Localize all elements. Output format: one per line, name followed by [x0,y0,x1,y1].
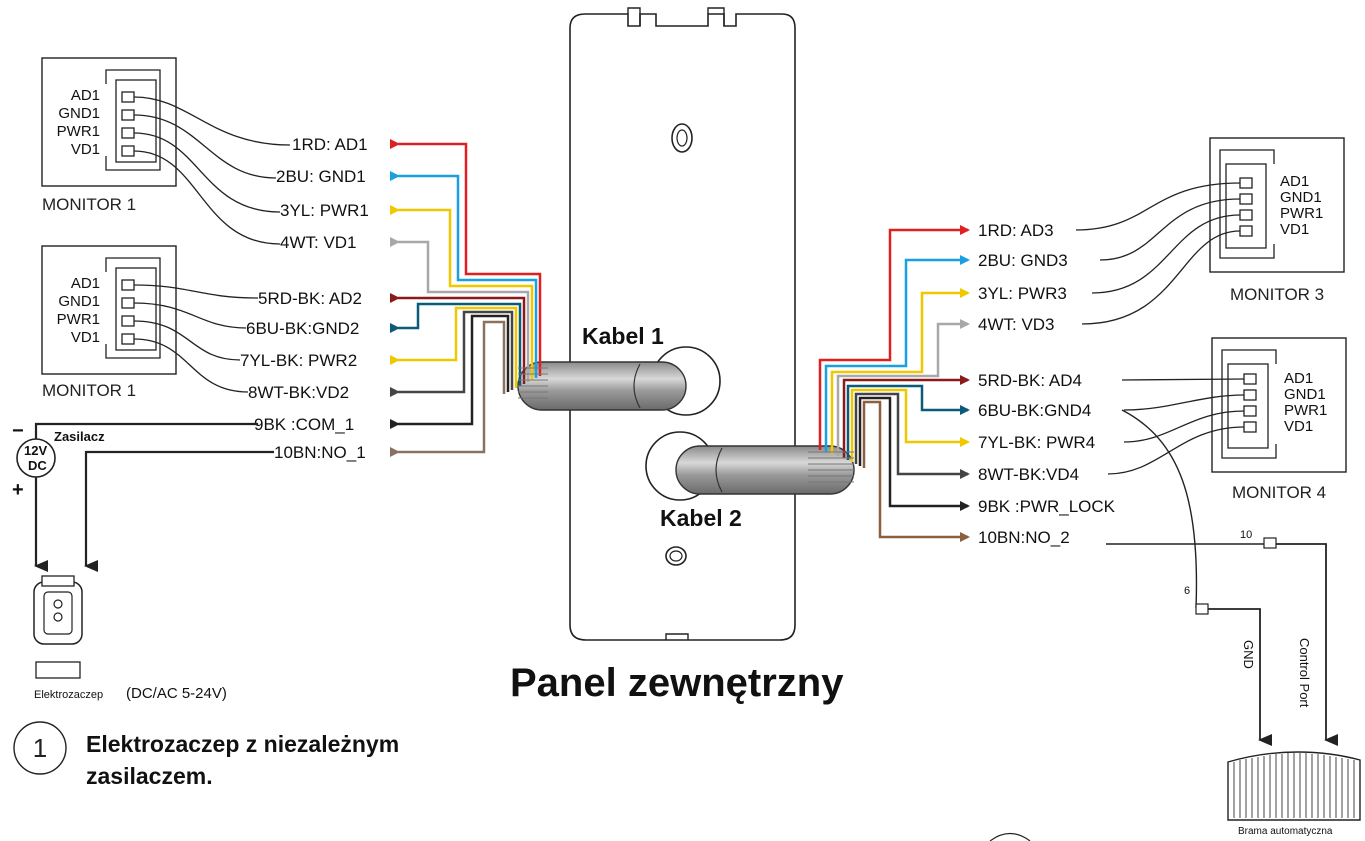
lock-label: Elektrozaczep [34,689,103,701]
lock-icon [33,575,83,679]
m4-pin-4: VD1 [1284,418,1313,435]
m1b-pin-2: GND1 [58,293,100,310]
gate-wire-6: 6 [1184,585,1190,597]
partial-circle-decor [989,832,1031,841]
power-voltage: 12V [24,443,47,458]
c2-wire-2-label: 2BU: GND3 [978,251,1068,270]
gate-icon [1227,751,1361,821]
power-type: DC [28,458,47,473]
note-line-1: Elektrozaczep z niezależnym [86,731,399,757]
note-number: 1 [33,733,47,763]
cable-2-wires [808,225,970,542]
c2-wire-5-label: 5RD-BK: AD4 [978,371,1082,390]
monitor-1-top-label: MONITOR 1 [42,195,136,214]
power-plus: + [12,479,24,501]
c2-wire-1-label: 1RD: AD3 [978,221,1054,240]
m3-pin-4: VD1 [1280,221,1309,238]
m4-pin-3: PWR1 [1284,402,1327,419]
c1-wire-1-label: 1RD: AD1 [292,135,368,154]
power-supply [16,422,274,572]
m3-pin-2: GND1 [1280,189,1322,206]
cable-1-wires [390,139,548,457]
c2-wire-10-label: 10BN:NO_2 [978,528,1070,547]
power-label: Zasilacz [54,429,105,444]
monitor-4-label: MONITOR 4 [1232,483,1326,502]
c1-wire-4-label: 4WT: VD1 [280,233,357,252]
note-line-2: zasilaczem. [86,763,213,789]
monitor-1-top: AD1 GND1 PWR1 VD1 [41,57,291,245]
m3-pin-1: AD1 [1280,173,1309,190]
c1-wire-7-label: 7YL-BK: PWR2 [240,351,357,370]
m4-pin-2: GND1 [1284,386,1326,403]
gate-label: Brama automatyczna [1238,826,1333,837]
c1-wire-6-label: 6BU-BK:GND2 [246,319,359,338]
c1-wire-5-label: 5RD-BK: AD2 [258,289,362,308]
m1t-pin-1: AD1 [71,87,100,104]
m1b-pin-3: PWR1 [57,311,100,328]
note-number-circle [13,721,67,775]
m1b-pin-4: VD1 [71,329,100,346]
panel-title: Panel zewnętrzny [510,661,844,705]
monitor-3: AD1 GND1 PWR1 VD1 [1075,137,1345,325]
c2-wire-6-label: 6BU-BK:GND4 [978,401,1091,420]
gate-wire-10: 10 [1240,529,1252,541]
c1-wire-8-label: 8WT-BK:VD2 [248,383,349,402]
gate-wiring [1106,409,1338,746]
c2-wire-9-label: 9BK :PWR_LOCK [978,497,1116,516]
c2-wire-8-label: 8WT-BK:VD4 [978,465,1079,484]
c1-wire-9-label: 9BK :COM_1 [254,415,354,434]
gate-control-label: Control Port [1297,638,1312,708]
m1t-pin-3: PWR1 [57,123,100,140]
monitor-1-bottom: AD1 GND1 PWR1 VD1 [41,245,259,393]
m3-pin-3: PWR1 [1280,205,1323,222]
power-minus: − [12,420,24,442]
gate-gnd-label: GND [1241,640,1256,669]
lock-rating: (DC/AC 5-24V) [126,685,227,702]
c2-wire-3-label: 3YL: PWR3 [978,284,1067,303]
monitor-4: AD1 GND1 PWR1 VD1 [1107,337,1347,475]
c2-wire-7-label: 7YL-BK: PWR4 [978,433,1095,452]
c1-wire-2-label: 2BU: GND1 [276,167,366,186]
c1-wire-10-label: 10BN:NO_1 [274,443,366,462]
cable-1-label: Kabel 1 [582,323,664,349]
m1t-pin-2: GND1 [58,105,100,122]
m1b-pin-1: AD1 [71,275,100,292]
monitor-3-label: MONITOR 3 [1230,285,1324,304]
c2-wire-4-label: 4WT: VD3 [978,315,1055,334]
m1t-pin-4: VD1 [71,141,100,158]
cable-2-label: Kabel 2 [660,505,742,531]
c1-wire-3-label: 3YL: PWR1 [280,201,369,220]
m4-pin-1: AD1 [1284,370,1313,387]
monitor-1-bottom-label: MONITOR 1 [42,381,136,400]
